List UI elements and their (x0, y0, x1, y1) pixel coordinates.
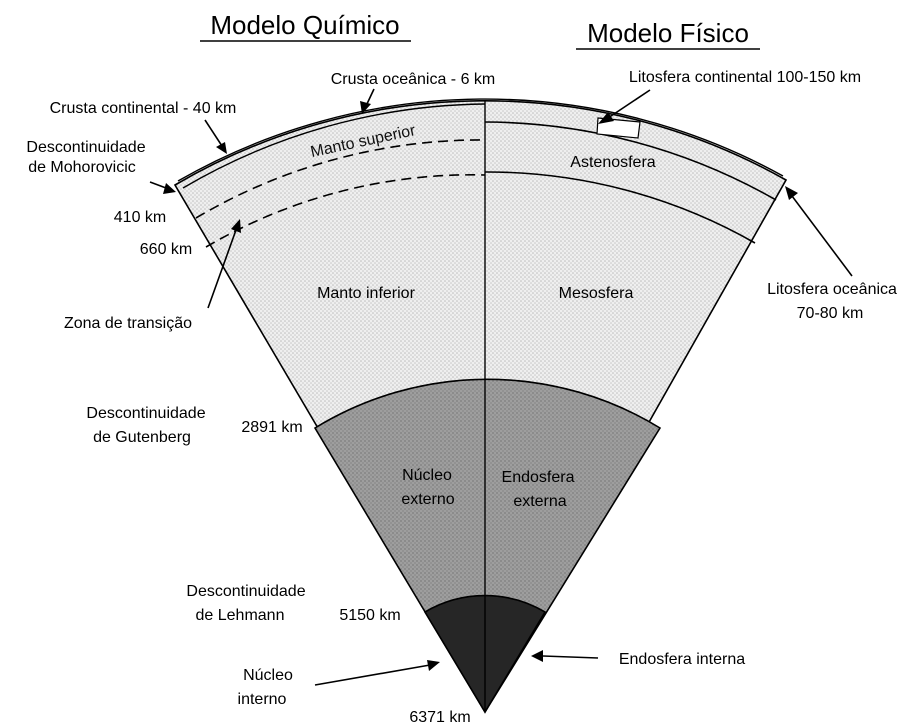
label-continental-crust: Crusta continental - 40 km (50, 100, 237, 117)
layer-outer-core-1: Núcleo (402, 467, 452, 484)
oceanic-lithosphere-arrow (791, 195, 853, 277)
layer-lower-mantle: Manto inferior (317, 285, 415, 302)
label-inner-endosphere: Endosfera interna (619, 651, 745, 668)
continental-lithosphere-arrow (607, 89, 651, 119)
label-depth-6371: 6371 km (409, 709, 470, 726)
header-chemical: Modelo Químico (210, 10, 399, 40)
continental-crust-arrowhead (216, 142, 227, 154)
label-depth-5150: 5150 km (339, 607, 400, 624)
moho-arrow (149, 181, 167, 189)
continental-lithosphere-arrowhead (598, 112, 614, 124)
layer-outer-endosphere-2: externa (513, 493, 566, 510)
label-continental-lithosphere: Litosfera continental 100-150 km (629, 69, 861, 86)
label-oceanic-lithosphere-1: Litosfera oceânica (767, 281, 897, 298)
layer-mesosphere: Mesosfera (559, 285, 634, 302)
label-inner-core-1: Núcleo (243, 667, 293, 684)
label-oceanic-lithosphere-2: 70-80 km (797, 305, 864, 322)
header-physical: Modelo Físico (587, 18, 749, 48)
label-moho-2: de Mohorovicic (28, 159, 136, 176)
label-inner-core-2: interno (238, 691, 287, 708)
boundary-410-dashed (195, 139, 486, 219)
crust-band (177, 98, 784, 182)
label-oceanic-crust: Crusta oceânica - 6 km (331, 71, 496, 88)
inner-core-arrowhead (427, 660, 440, 671)
label-gutenberg-2: de Gutenberg (93, 429, 191, 446)
label-lehmann-2: de Lehmann (196, 607, 285, 624)
oceanic-crust-arrowhead (360, 101, 371, 114)
label-lehmann-1: Descontinuidade (186, 583, 305, 600)
layer-outer-core-2: externo (401, 491, 454, 508)
inner-endosphere-arrowhead (531, 650, 543, 662)
label-gutenberg-1: Descontinuidade (86, 405, 205, 422)
lithosphere-base-line (484, 121, 777, 201)
asthenosphere-base-line (484, 171, 756, 244)
label-moho-1: Descontinuidade (26, 139, 145, 156)
crust-inner-line (182, 103, 486, 189)
label-depth-2891: 2891 km (241, 419, 302, 436)
layer-outer-endosphere-1: Endosfera (502, 469, 575, 486)
label-depth-410: 410 km (114, 209, 166, 226)
transition-zone-arrow (207, 229, 237, 309)
continental-crust-arrow (204, 119, 223, 147)
label-transition-zone: Zona de transição (64, 315, 192, 332)
layer-asthenosphere: Astenosfera (570, 154, 655, 171)
inner-endosphere-arrow (542, 655, 599, 659)
oceanic-lithosphere-arrowhead (785, 186, 798, 200)
continental-lithosphere-notch (596, 117, 641, 139)
label-depth-660: 660 km (140, 241, 192, 258)
outer-core-sector (313, 378, 662, 714)
inner-core-arrow (314, 664, 431, 686)
moho-arrowhead (163, 183, 176, 194)
transition-zone-arrowhead (231, 219, 241, 233)
